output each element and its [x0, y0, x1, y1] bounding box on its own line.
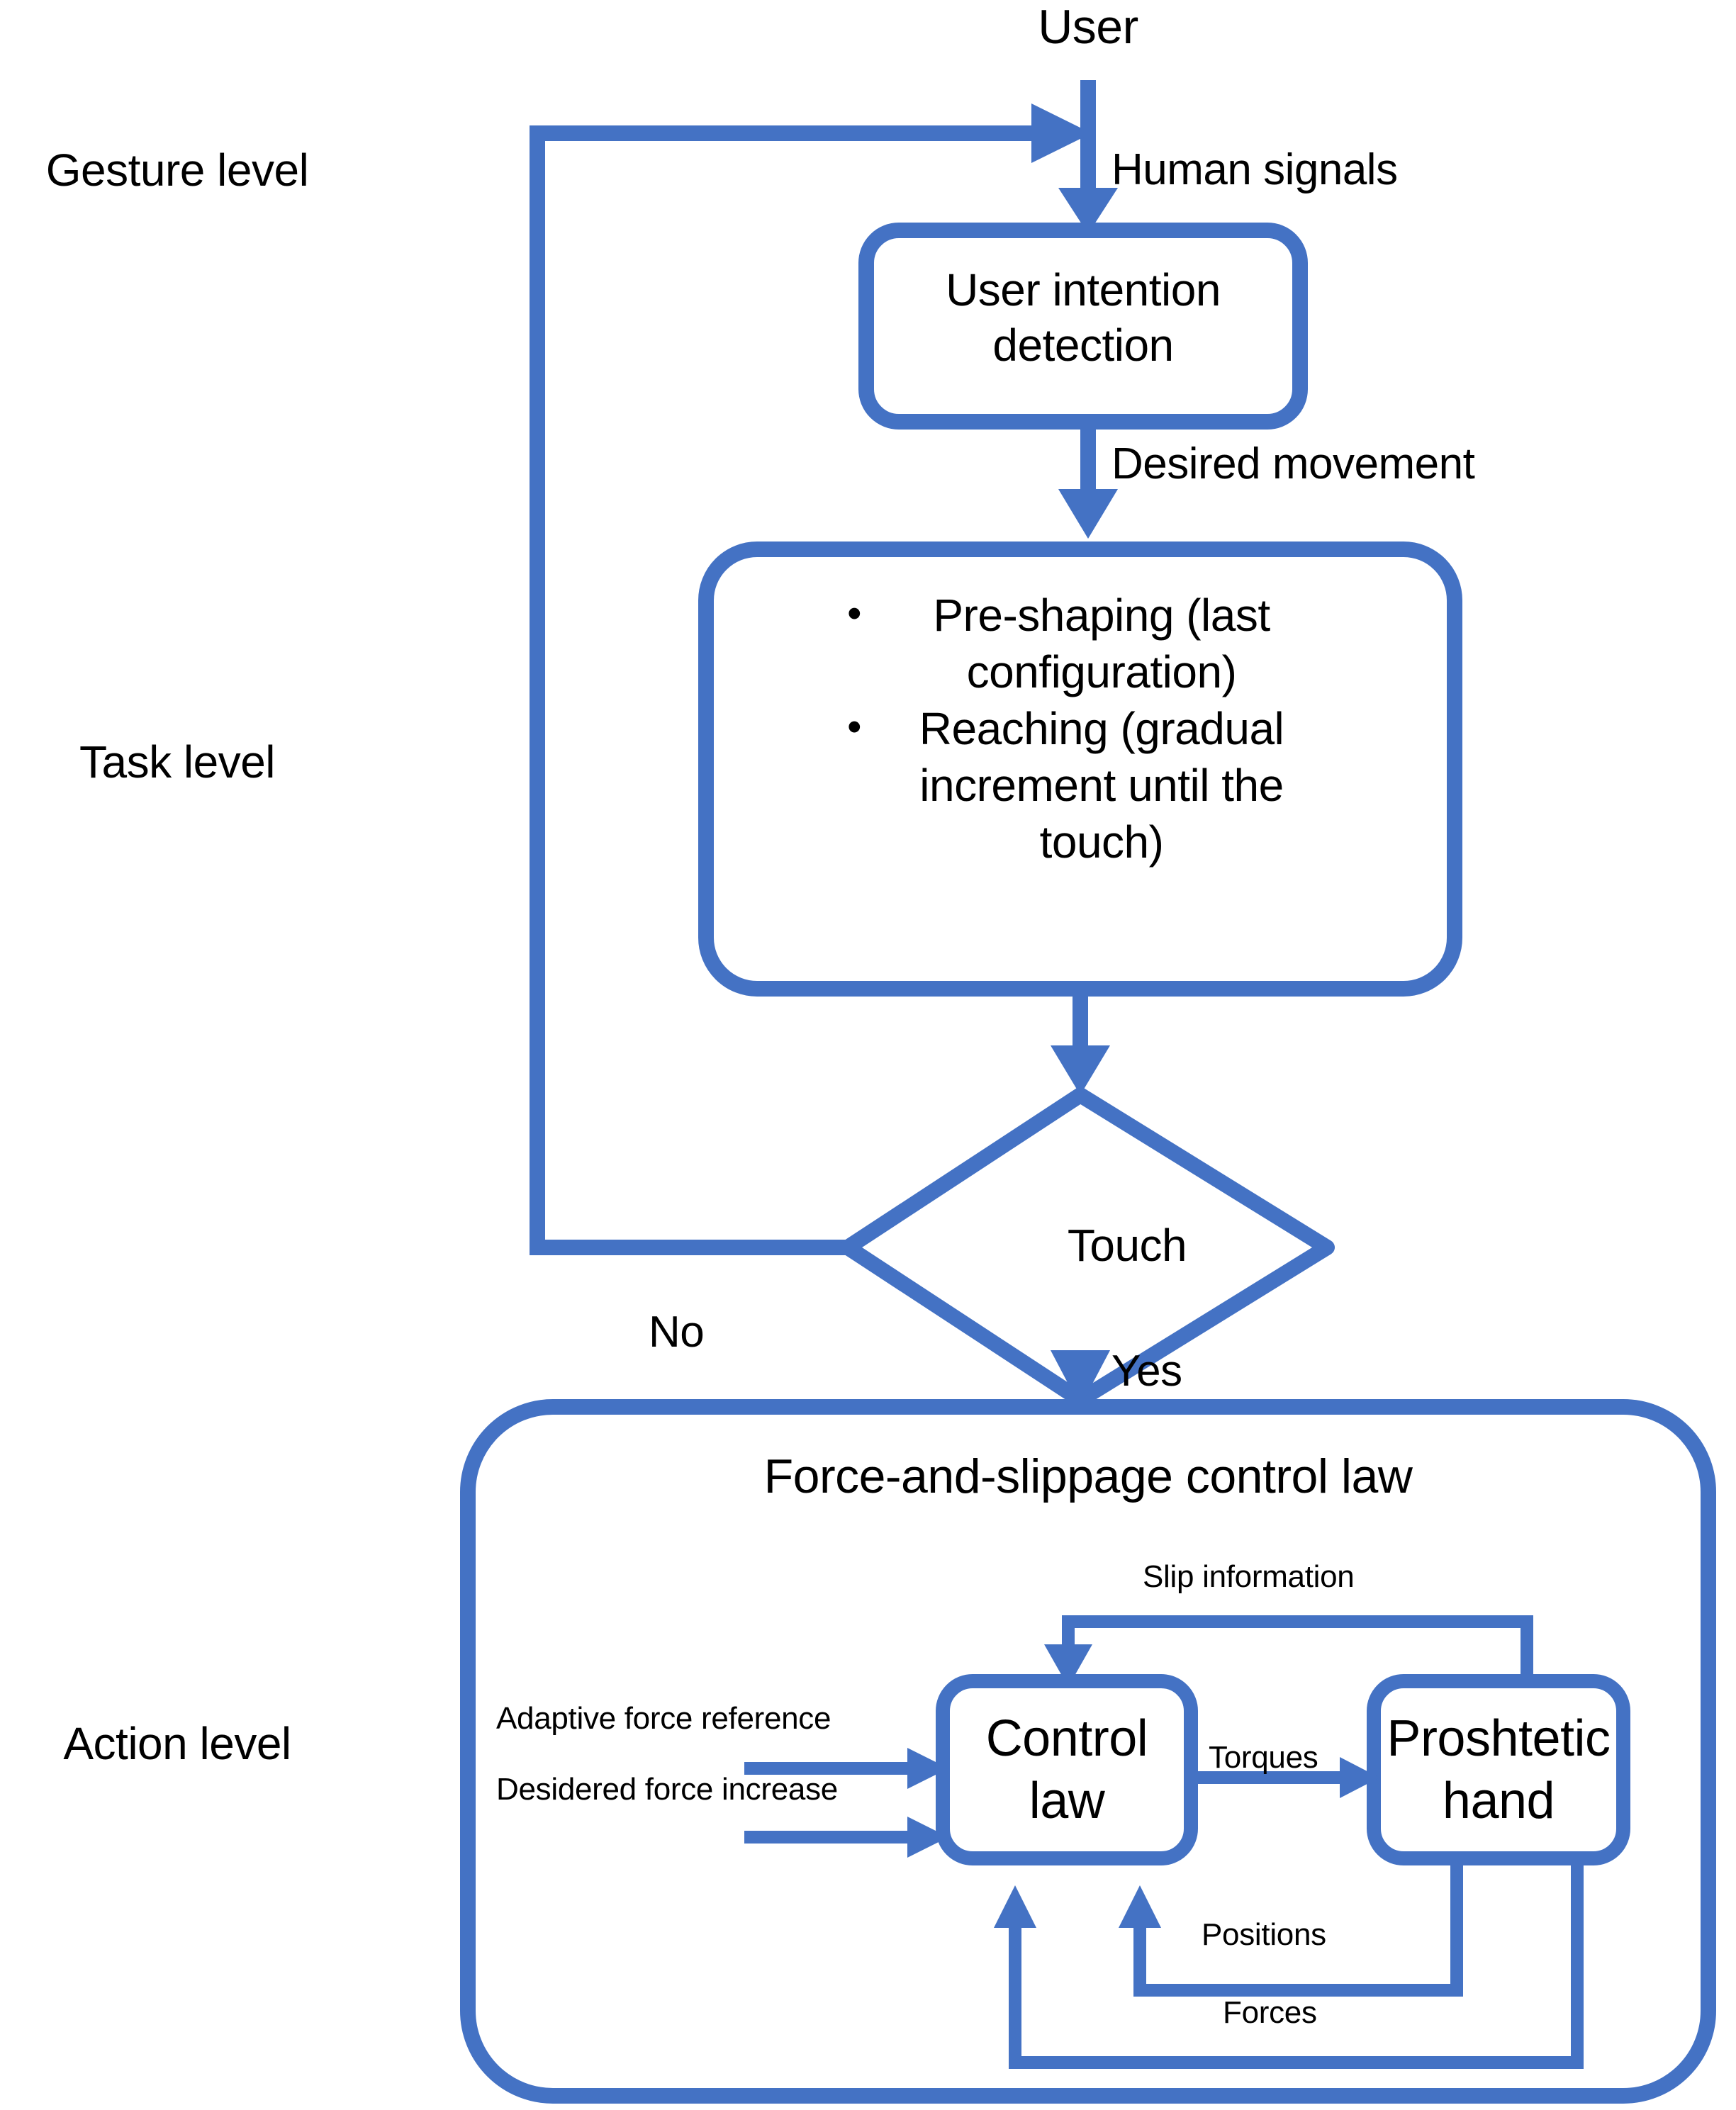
task-bullet-2-text: Reaching (gradual increment until the to… — [875, 700, 1328, 870]
prosthetic-hand-line2: hand — [1442, 1772, 1555, 1829]
bullet-dot-icon: • — [847, 590, 861, 636]
edge-user-to-intention — [1058, 80, 1118, 234]
edge-label-torques: Torques — [1209, 1740, 1318, 1775]
edge-torques — [1198, 1757, 1379, 1798]
level-label-task: Task level — [79, 736, 276, 787]
edge-positions — [1119, 1858, 1463, 1997]
prosthetic-hand-line1: Proshtetic — [1387, 1710, 1611, 1767]
edge-label-no: No — [649, 1308, 705, 1357]
task-bullet-2-line3: touch) — [1039, 816, 1164, 868]
task-bullet-1-line2: configuration) — [966, 646, 1237, 697]
user-intention-line2: detection — [992, 320, 1174, 371]
user-intention-line1: User intention — [946, 264, 1221, 315]
task-bullet-1-text: Pre-shaping (last configuration) — [875, 587, 1328, 700]
task-bullet-1: • Pre-shaping (last configuration) — [709, 587, 1453, 700]
edge-task-to-decision — [1051, 989, 1110, 1095]
edge-forces — [994, 1858, 1584, 2069]
node-label-control-law: Control law — [943, 1708, 1191, 1833]
edge-label-slip-information: Slip information — [1143, 1559, 1355, 1594]
edge-label-adaptive-force-reference: Adaptive force reference — [496, 1701, 831, 1736]
edge-desidered-force-increase — [744, 1817, 948, 1858]
node-label-user: User — [1038, 0, 1138, 54]
task-bullet-2-line2: increment until the — [919, 760, 1284, 811]
level-label-action: Action level — [63, 1718, 291, 1769]
edge-adaptive-force-reference — [744, 1748, 948, 1789]
control-law-line1: Control — [985, 1710, 1148, 1767]
task-bullet-2-line1: Reaching (gradual — [919, 703, 1284, 754]
node-label-task-actions: • Pre-shaping (last configuration) • Rea… — [709, 587, 1453, 870]
node-prosthetic-hand[interactable] — [1367, 1674, 1630, 1865]
edge-label-desired-movement: Desired movement — [1111, 439, 1475, 488]
node-label-prosthetic-hand: Proshtetic hand — [1368, 1708, 1629, 1833]
task-bullet-2: • Reaching (gradual increment until the … — [709, 700, 1453, 870]
control-law-line2: law — [1029, 1772, 1105, 1829]
edge-label-desidered-force-increase: Desidered force increase — [496, 1772, 838, 1807]
node-label-user-intention-detection: User intention detection — [866, 262, 1300, 373]
edge-desired-movement — [1058, 422, 1118, 539]
edge-feedback-no-loop — [530, 103, 1092, 1255]
task-bullet-1-line1: Pre-shaping (last — [933, 590, 1270, 641]
level-label-gesture: Gesture level — [45, 145, 309, 196]
edge-label-human-signals: Human signals — [1111, 145, 1398, 194]
node-label-decision-touch: Touch — [1067, 1220, 1187, 1271]
edge-decision-yes — [1051, 1350, 1110, 1407]
edge-label-forces: Forces — [1223, 1995, 1317, 2030]
bullet-dot-icon: • — [847, 704, 861, 750]
edge-label-positions: Positions — [1202, 1917, 1326, 1952]
action-container-title: Force-and-slippage control law — [763, 1449, 1413, 1503]
edge-slip-information — [1044, 1615, 1533, 1687]
edge-label-yes: Yes — [1111, 1347, 1182, 1396]
